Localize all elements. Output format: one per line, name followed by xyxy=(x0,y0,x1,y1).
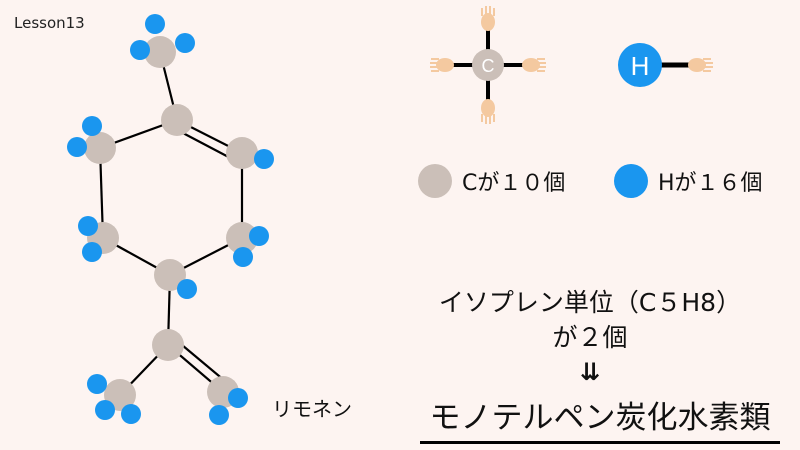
carbon-atom xyxy=(154,259,186,291)
carbon-atom xyxy=(144,36,176,68)
carbon-bond-icon: C xyxy=(430,6,546,124)
carbon-icon-circle xyxy=(472,49,504,81)
hydrogen-atom xyxy=(78,216,98,236)
legend-hydrogen: Hが１６個 xyxy=(614,164,763,198)
monoterpene-title: モノテルペン炭化水素類 xyxy=(420,392,780,444)
carbon-atom xyxy=(226,137,258,169)
hydrogen-atom xyxy=(145,14,165,34)
carbon-legend-dot xyxy=(418,164,452,198)
carbon-atom xyxy=(226,222,258,254)
hydrogen-atom xyxy=(254,149,274,169)
hydrogen-atom xyxy=(95,400,115,420)
hydrogen-icon-circle xyxy=(618,43,662,87)
hydrogen-atom xyxy=(228,388,248,408)
hydrogen-atom xyxy=(249,226,269,246)
hydrogen-atom xyxy=(87,374,107,394)
count-text: が２個 xyxy=(552,323,628,352)
hydrogen-atom xyxy=(82,116,102,136)
hand-icon xyxy=(430,6,546,124)
double-down-arrow-icon: ⇊ xyxy=(579,358,601,386)
hydrogen-atom xyxy=(82,242,102,262)
hydrogen-atom xyxy=(121,404,141,424)
hydrogen-legend-dot xyxy=(614,164,648,198)
lesson-label: Lesson13 xyxy=(14,14,85,32)
hydrogen-icon-label: H xyxy=(631,51,650,81)
hydrogen-atom xyxy=(233,247,253,267)
hydrogen-atoms xyxy=(67,14,274,425)
hydrogen-count-text: Hが１６個 xyxy=(658,171,763,196)
hydrogen-atom xyxy=(177,279,197,299)
hydrogen-atom xyxy=(209,405,229,425)
carbon-atom xyxy=(152,329,184,361)
legend-carbon: Cが１０個 xyxy=(418,164,565,198)
hydrogen-bond-icon: H xyxy=(618,43,713,87)
carbon-atom xyxy=(84,132,116,164)
carbon-icon-label: C xyxy=(482,56,495,76)
hydrogen-atom xyxy=(67,137,87,157)
hand-icon xyxy=(688,58,713,72)
isoprene-unit-text: イソプレン単位（C５H8） xyxy=(438,288,742,317)
hydrogen-atom xyxy=(130,40,150,60)
hydrogen-atom xyxy=(175,33,195,53)
carbon-atom xyxy=(161,104,193,136)
molecule-name: リモネン xyxy=(272,397,352,421)
carbon-count-text: Cが１０個 xyxy=(462,171,566,196)
